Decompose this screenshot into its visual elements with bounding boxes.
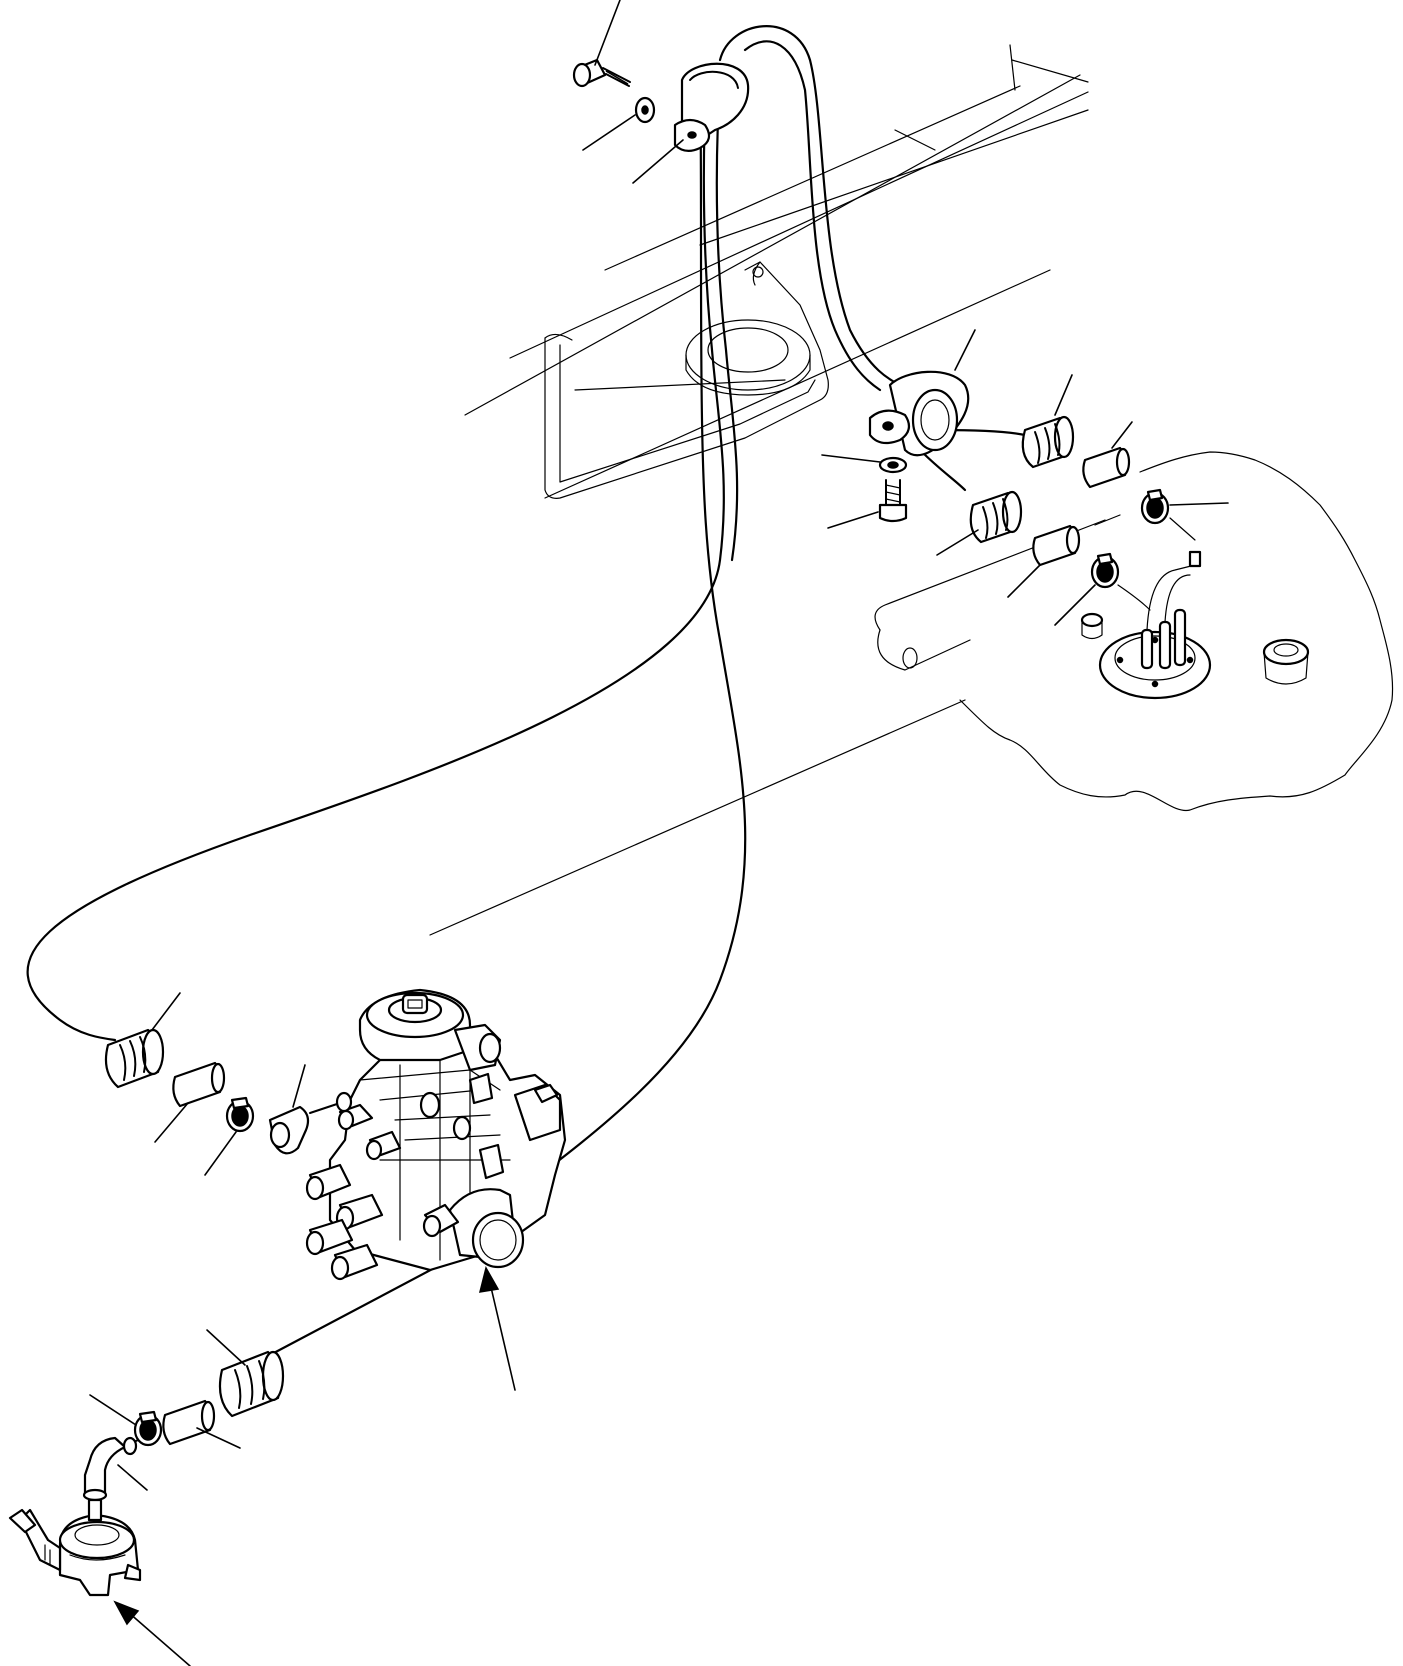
hose-section-upper (1082, 446, 1131, 489)
hose-clip-pump (225, 1096, 255, 1133)
hose-clip-upper (1140, 488, 1170, 525)
leader-section-lower (1007, 564, 1041, 598)
leader-clip-feed (89, 1394, 137, 1426)
top-clamp-assembly (572, 58, 750, 152)
rear-clamp-bolt (878, 479, 908, 523)
leader-clip-lower (1054, 584, 1096, 626)
hose-sleeve-lower (969, 490, 1023, 544)
leader-section-pump (154, 1102, 189, 1143)
leader-clip-pump (204, 1131, 237, 1176)
elbow-fitting-pump (268, 1091, 353, 1155)
leader-clamp-rear (954, 329, 976, 371)
leader-elbow-feed (117, 1464, 148, 1491)
hose-clip-feed (133, 1410, 163, 1447)
leader-sleeve-pump (151, 992, 181, 1031)
hose-section-pump (172, 1061, 226, 1108)
hose-section-lower (1032, 524, 1081, 567)
leader-elbow-pump (292, 1064, 306, 1108)
hose-sleeve-pump (104, 1028, 165, 1089)
pump-end-cover (448, 1188, 525, 1269)
hose-clip-lower (1090, 552, 1120, 589)
leader-clip-upper (1169, 502, 1229, 506)
leader-clamp-top (632, 139, 684, 184)
leader-section-feed (196, 1427, 241, 1449)
p-clamp-rear (868, 370, 970, 457)
leader-bolt-rear (827, 511, 879, 529)
leader-sleeve-feed (206, 1329, 246, 1366)
leader-sleeve-upper (1054, 374, 1073, 416)
feed-line-fittings (82, 1350, 285, 1502)
p-clamp-top (673, 62, 750, 152)
tank-nut (1080, 612, 1104, 640)
tank-hose-fittings (969, 415, 1196, 611)
hose-sleeve-upper (1021, 415, 1075, 469)
hose-section-feed (162, 1399, 216, 1446)
arrows (113, 1266, 516, 1666)
fuel-tank-top (959, 451, 1394, 811)
leader-washer-rear (821, 454, 881, 463)
arrow-to-feed-pump (113, 1600, 140, 1626)
feed-pump (8, 1498, 142, 1597)
leader-section-upper (1111, 421, 1133, 449)
leader-washer (582, 114, 636, 151)
leader-bolt (594, 0, 621, 66)
pump-outlets (305, 1130, 402, 1281)
rear-clamp-washer (878, 456, 908, 474)
leader-lines (89, 0, 1229, 1491)
injection-pump (305, 988, 567, 1281)
filler-neck (1262, 638, 1310, 685)
arrow-to-injection-pump (478, 1266, 500, 1293)
clamp-washer (634, 96, 656, 124)
fuel-sender-unit (1098, 550, 1212, 700)
hose-sleeve-feed (218, 1350, 285, 1418)
leader-sleeve-lower (936, 529, 979, 556)
clamp-bolt (572, 58, 631, 88)
frame-crossmember (429, 44, 1106, 936)
rear-clamp-assembly (868, 370, 970, 523)
elbow-fitting-feed (82, 1436, 139, 1502)
pump-inlet-fittings (104, 1028, 353, 1155)
